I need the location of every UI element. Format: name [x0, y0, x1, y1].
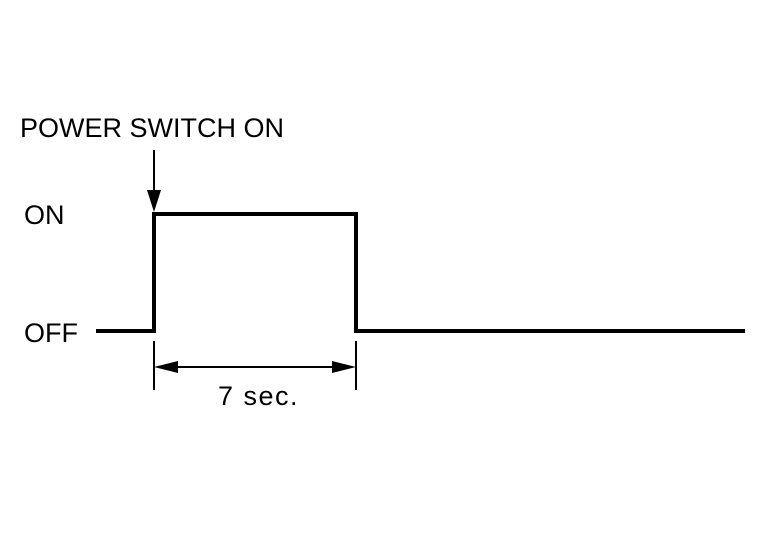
duration-arrow-left-head: [154, 361, 178, 373]
pulse-waveform: [96, 212, 745, 333]
on-state-label: ON: [24, 200, 65, 230]
off-state-label: OFF: [24, 318, 78, 348]
trigger-arrow-head: [147, 190, 161, 212]
trigger-label: POWER SWITCH ON: [20, 113, 284, 143]
duration-arrow-right-head: [332, 361, 356, 373]
duration-label: 7 sec.: [218, 381, 299, 411]
